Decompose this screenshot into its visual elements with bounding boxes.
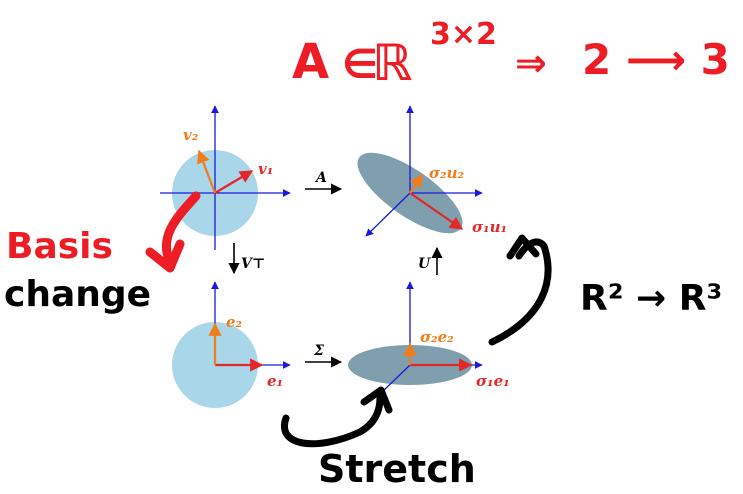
formula-map: 2 ⟶ 3 xyxy=(582,35,730,84)
vector-v1 xyxy=(214,170,254,194)
change-word: change xyxy=(4,274,151,315)
r2-to-r3-text: R² → R³ xyxy=(580,278,722,319)
black-curved-arrow-bottom xyxy=(281,394,384,448)
vector-sigma1-u1 xyxy=(409,192,464,230)
formula-implies: ⇒ xyxy=(515,41,547,85)
panel-input-circle: v₁ v₂ xyxy=(160,105,291,250)
label-v2: v₂ xyxy=(183,126,199,144)
stretch-word: Stretch xyxy=(318,447,476,491)
transform-VT: V⊤ xyxy=(228,243,265,275)
top-formula: A ∈ ℝ 3×2 ⇒ 2 ⟶ 3 xyxy=(292,17,730,92)
red-curved-arrow xyxy=(161,191,201,267)
transform-U: U xyxy=(418,246,443,275)
label-sigma1-e1: σ₁e₁ xyxy=(476,372,510,390)
transform-Sigma: Σ xyxy=(305,343,343,368)
panel-basis-circle: e₂ e₁ xyxy=(172,281,291,408)
panel-output-ellipse: σ₂u₂ σ₁u₁ xyxy=(357,105,507,237)
transform-A: A xyxy=(305,170,343,195)
r2-r3-annotation: R² → R³ xyxy=(488,234,722,346)
red-arrowhead xyxy=(145,239,185,273)
label-U: U xyxy=(418,256,431,272)
label-sigma2-e2: σ₂e₂ xyxy=(420,328,454,346)
formula-in: ∈ xyxy=(342,42,378,88)
label-A: A xyxy=(314,170,327,186)
vector-v2 xyxy=(197,149,217,194)
basis-change-annotation: Basis change xyxy=(4,191,201,315)
label-sigma1-u1: σ₁u₁ xyxy=(472,218,507,236)
axis-y xyxy=(365,192,411,237)
label-Sigma: Σ xyxy=(313,343,324,359)
label-v1: v₁ xyxy=(258,160,273,178)
formula-exponent: 3×2 xyxy=(430,17,497,52)
label-e2: e₂ xyxy=(226,313,243,331)
axis-y xyxy=(381,364,411,393)
basis-word: Basis xyxy=(6,226,113,267)
black-arrowhead-right xyxy=(506,234,540,260)
label-VT: V⊤ xyxy=(241,256,265,272)
label-sigma2-u2: σ₂u₂ xyxy=(429,164,465,182)
stretch-annotation: Stretch xyxy=(281,386,476,491)
formula-A: A xyxy=(292,34,329,90)
vector-sigma2-u2 xyxy=(409,173,423,194)
formula-R: ℝ xyxy=(372,34,412,92)
black-curved-arrow-right xyxy=(488,238,552,346)
black-arrowhead-bottom xyxy=(360,386,393,414)
panel-stretched-ellipse: σ₂e₂ σ₁e₁ xyxy=(348,281,510,393)
label-e1: e₁ xyxy=(267,372,283,390)
